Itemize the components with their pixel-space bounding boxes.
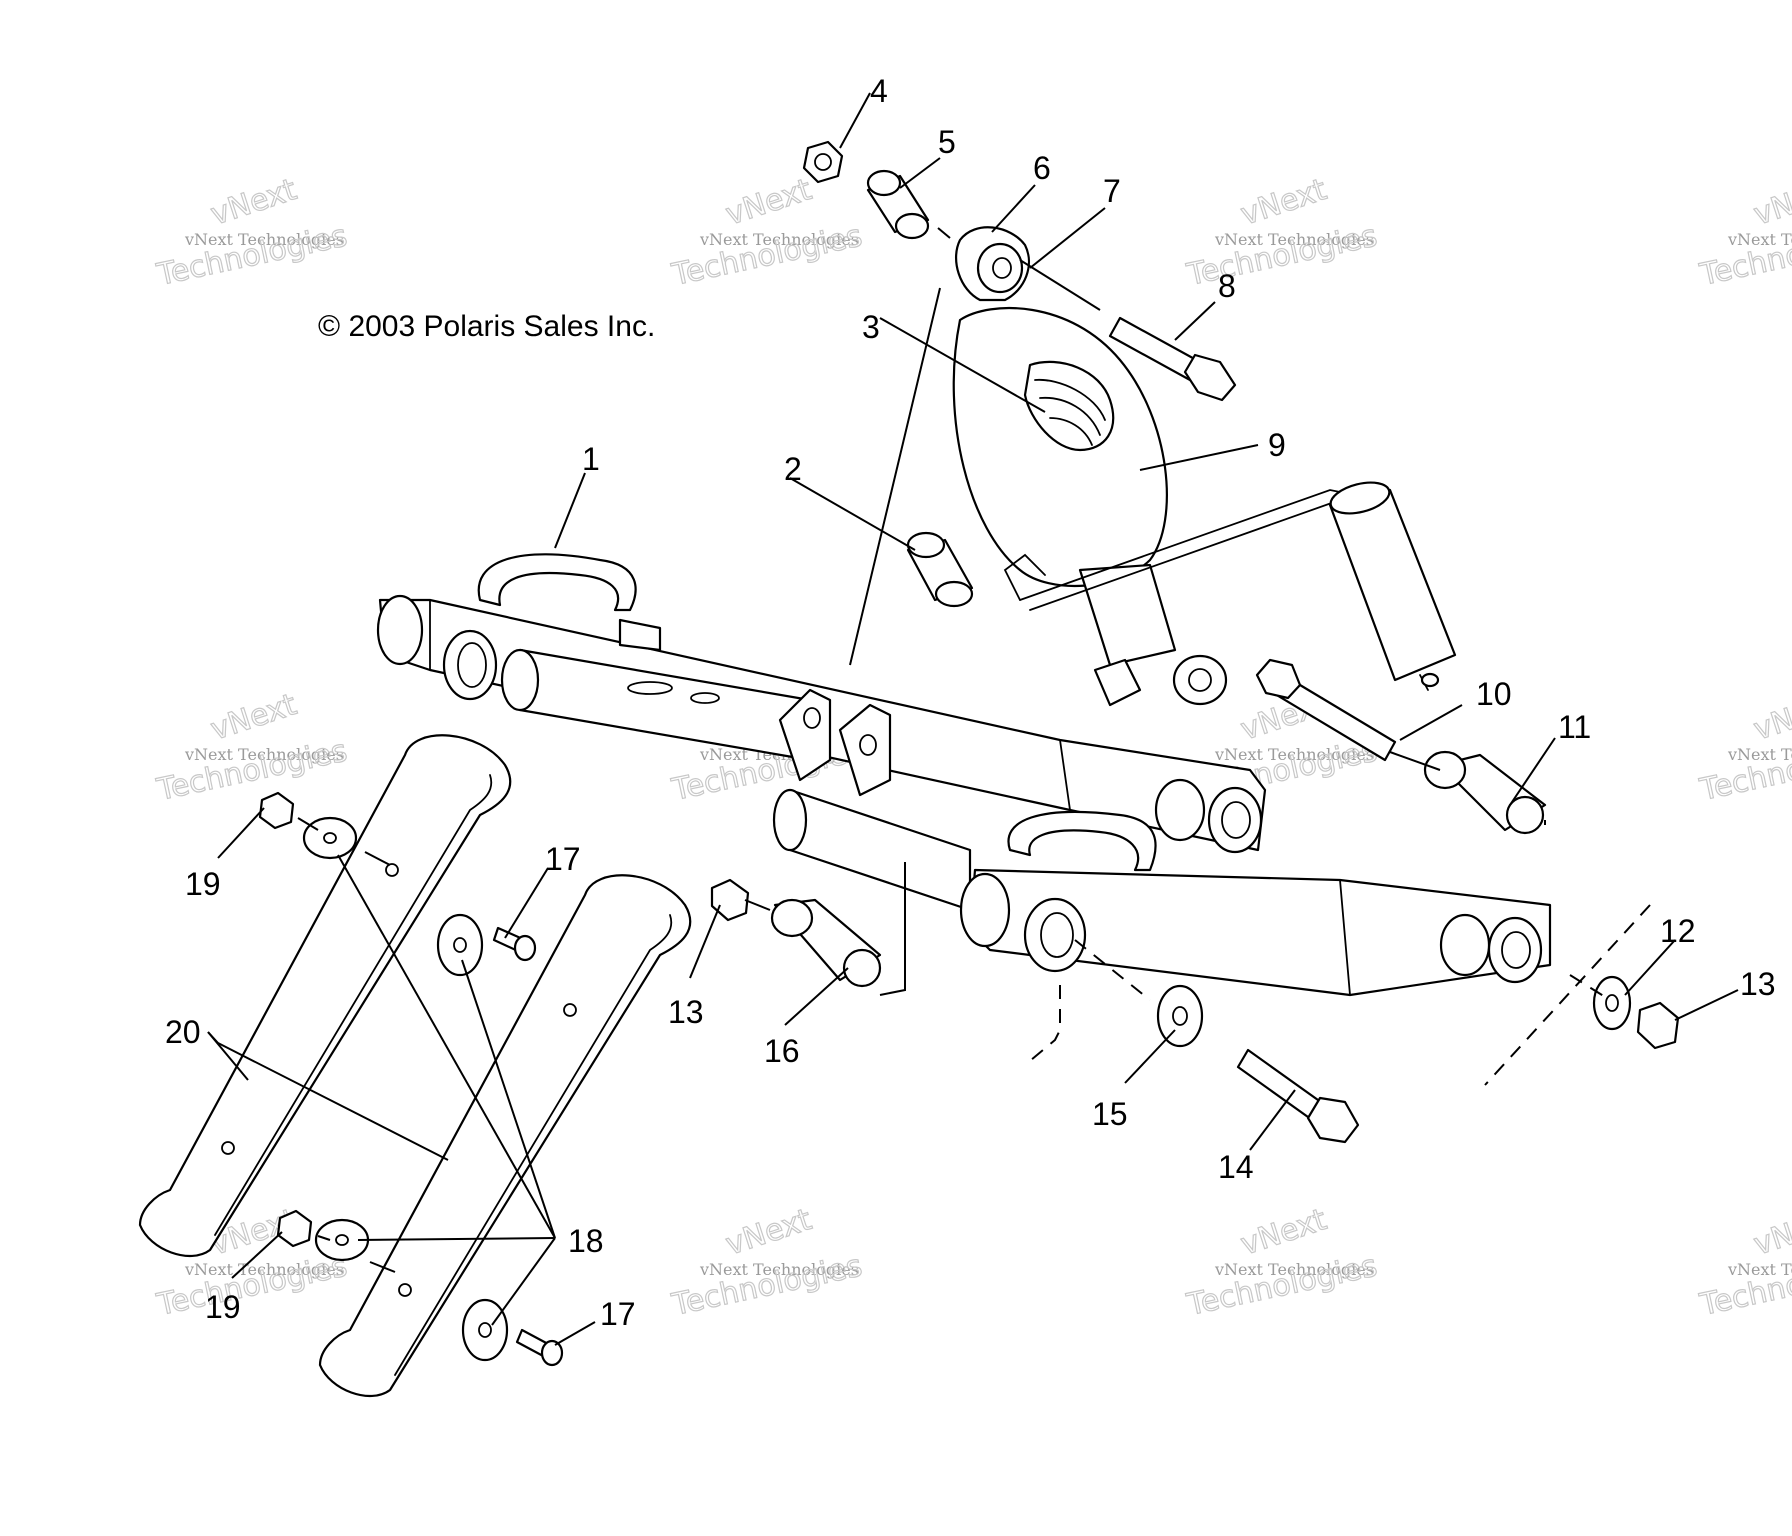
svg-text:vNext Technologies: vNext Technologies bbox=[1214, 230, 1374, 249]
watermark: vNext vNext Technologies Technologies bbox=[668, 1202, 866, 1324]
callout-labels: 4 5 6 7 8 3 9 2 1 10 11 12 13 13 16 15 1… bbox=[165, 73, 1776, 1332]
callout-17: 17 bbox=[545, 841, 581, 877]
callout-12: 12 bbox=[1660, 913, 1696, 949]
callout-7: 7 bbox=[1103, 173, 1121, 209]
svg-text:vNext Technologies: vNext Technologies bbox=[699, 230, 859, 249]
part-18-washer bbox=[436, 913, 484, 977]
svg-text:vNext: vNext bbox=[1750, 1202, 1792, 1262]
callout-13: 13 bbox=[668, 994, 704, 1030]
watermark: vNext vNext Technologies Technologies bbox=[153, 687, 351, 809]
callout-14: 14 bbox=[1218, 1149, 1254, 1185]
svg-text:vNext Technologies: vNext Technologies bbox=[184, 230, 344, 249]
callout-19: 19 bbox=[205, 1289, 241, 1325]
watermark: vNext vNext Technologies Technologies bbox=[1696, 172, 1792, 294]
part-16-bushing bbox=[770, 898, 882, 988]
copyright-notice: © 2003 Polaris Sales Inc. bbox=[318, 310, 655, 343]
part-13-nut bbox=[1636, 1001, 1680, 1050]
svg-text:vNext: vNext bbox=[207, 687, 301, 747]
part-8-bolt bbox=[1108, 316, 1237, 402]
part-10-bolt bbox=[1255, 658, 1397, 762]
callout-20: 20 bbox=[165, 1014, 201, 1050]
part-17-bolt bbox=[492, 926, 537, 962]
part-2-spacer bbox=[906, 531, 974, 608]
svg-text:vNext Technologies: vNext Technologies bbox=[184, 745, 344, 764]
callout-4: 4 bbox=[870, 73, 888, 109]
part-20-link bbox=[318, 874, 692, 1398]
part-14-bolt bbox=[1236, 1048, 1360, 1144]
callout-17: 17 bbox=[600, 1296, 636, 1332]
svg-text:vNext: vNext bbox=[722, 1202, 816, 1262]
part-11-bushing bbox=[1423, 750, 1547, 835]
watermark: vNext vNext Technologies Technologies bbox=[153, 172, 351, 294]
svg-text:vNext Technologies: vNext Technologies bbox=[1727, 1260, 1792, 1279]
watermark: vNext vNext Technologies Technologies bbox=[668, 172, 866, 294]
svg-text:vNext: vNext bbox=[1237, 172, 1331, 232]
part-5-spacer bbox=[866, 169, 930, 240]
part-9-shock-absorber bbox=[952, 226, 1457, 707]
callout-13: 13 bbox=[1740, 966, 1776, 1002]
svg-text:vNext Technologies: vNext Technologies bbox=[1727, 745, 1792, 764]
part-4-nut bbox=[802, 140, 844, 184]
svg-text:vNext Technologies: vNext Technologies bbox=[699, 1260, 859, 1279]
part-18-washer bbox=[461, 1298, 509, 1362]
callout-16: 16 bbox=[764, 1033, 800, 1069]
callout-6: 6 bbox=[1033, 150, 1051, 186]
callout-9: 9 bbox=[1268, 427, 1286, 463]
watermark: vNext vNext Technologies Technologies bbox=[1696, 687, 1792, 809]
callout-15: 15 bbox=[1092, 1096, 1128, 1132]
watermark: vNext vNext Technologies Technologies bbox=[1183, 1202, 1381, 1324]
svg-text:vNext Technologies: vNext Technologies bbox=[184, 1260, 344, 1279]
svg-text:vNext: vNext bbox=[1750, 687, 1792, 747]
svg-text:vNext Technologies: vNext Technologies bbox=[1214, 1260, 1374, 1279]
svg-text:vNext Technologies: vNext Technologies bbox=[1214, 745, 1374, 764]
watermark: vNext vNext Technologies Technologies bbox=[1183, 172, 1381, 294]
part-18-washer bbox=[314, 1218, 370, 1262]
callout-8: 8 bbox=[1218, 268, 1236, 304]
svg-text:vNext: vNext bbox=[722, 172, 816, 232]
callout-1: 1 bbox=[582, 441, 600, 477]
part-12-washer bbox=[1592, 975, 1632, 1031]
callout-5: 5 bbox=[938, 124, 956, 160]
svg-text:vNext: vNext bbox=[207, 172, 301, 232]
svg-text:vNext: vNext bbox=[1750, 172, 1792, 232]
callout-2: 2 bbox=[784, 451, 802, 487]
callout-10: 10 bbox=[1476, 676, 1512, 712]
leader-lines bbox=[207, 92, 1739, 1346]
callout-19: 19 bbox=[185, 866, 221, 902]
part-13-nut bbox=[710, 878, 750, 922]
svg-text:vNext Technologies: vNext Technologies bbox=[1727, 230, 1792, 249]
part-18-washer bbox=[302, 816, 358, 860]
part-1-swing-arm bbox=[376, 553, 1552, 997]
part-15-washer bbox=[1156, 984, 1204, 1048]
callout-18: 18 bbox=[568, 1223, 604, 1259]
part-20-link bbox=[138, 734, 512, 1258]
callout-11: 11 bbox=[1558, 709, 1591, 745]
watermark: vNext vNext Technologies Technologies bbox=[1696, 1202, 1792, 1324]
part-19-nut bbox=[258, 791, 295, 830]
svg-text:vNext: vNext bbox=[1237, 1202, 1331, 1262]
part-17-bolt bbox=[515, 1328, 564, 1367]
callout-3: 3 bbox=[862, 309, 880, 345]
assembly-lines bbox=[297, 227, 1651, 1273]
